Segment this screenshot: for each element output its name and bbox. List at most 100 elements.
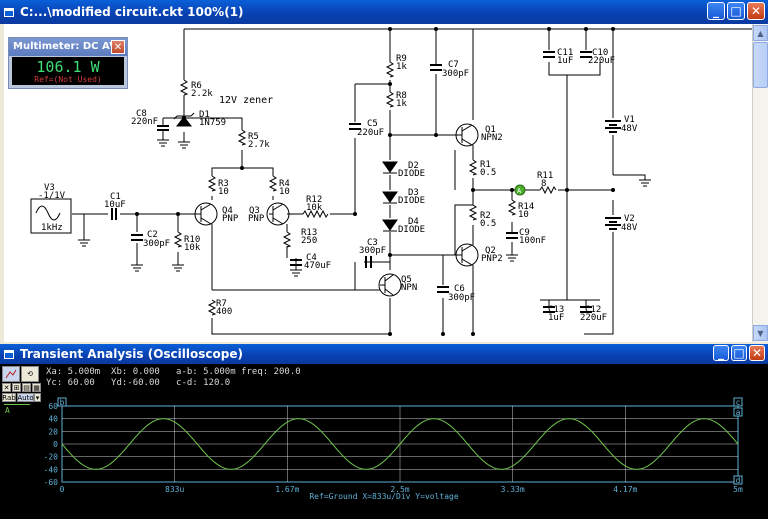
d1-value: 1N759 [199,118,226,128]
x-tick-label: 833u [165,485,184,494]
r10-label: R10 [184,235,200,245]
multimeter-ref: Ref=(Not Used) [34,75,102,84]
v3-label: V3 [44,183,55,193]
c7-value: 300pF [442,69,469,79]
c6-value: 300pF [448,293,475,303]
auto-dropdown-icon[interactable]: ▾ [34,393,41,402]
maximize-button[interactable]: □ [727,2,745,20]
y-tick-label: 0 [53,440,58,449]
q2-value: PNP2 [481,254,503,264]
r7-label: R7 [216,299,227,309]
d3-value: DIODE [398,196,425,206]
v2-label: V2 [624,214,635,224]
cursor-marker-label: b [60,398,65,407]
oscilloscope-window-icon [4,349,14,359]
v1-label: V1 [624,115,635,125]
r8-label: R8 [396,91,407,101]
x-tick-label: 3.33m [501,485,525,494]
scroll-thumb[interactable] [753,42,768,88]
x-tick-label: 0 [60,485,65,494]
c5-label: C5 [367,119,378,129]
c1-label: C1 [110,192,121,202]
oscilloscope-title: Transient Analysis (Oscilloscope) [20,347,243,361]
d2-label: D2 [408,161,419,171]
c11-value: 1uF [557,56,573,66]
sine-source[interactable] [30,198,72,234]
r9-label: R9 [396,54,407,64]
r2-label: R2 [480,211,491,221]
cursor-marker[interactable] [733,397,743,407]
schematic-canvas[interactable]: A R6 2.2k C8 220nF D1 1N759 12V zener R5… [4,24,752,342]
c9-label: C9 [519,228,530,238]
c12-label: C12 [585,305,601,315]
c9-value: 100nF [519,236,546,246]
r12-label: R12 [306,195,322,205]
cursor-tool-icon[interactable] [2,366,20,382]
c5-value: 220uF [357,128,384,138]
q5-label: Q5 [401,275,412,285]
rab-button[interactable]: Rab [2,393,16,402]
cursor-marker[interactable] [733,475,743,485]
tool-d-icon[interactable]: ▦ [32,383,41,392]
r12-value: 10k [306,203,323,213]
c13-value: 1uF [548,313,564,323]
trace-legend-line [4,404,30,405]
q1-label: Q1 [485,125,496,135]
multimeter-display: 106.1 W Ref=(Not Used) [12,57,124,85]
cursor-readout-line2: Yc: 60.00 Yd:-60.00 c-d: 120.0 [46,378,231,388]
probe-a-marker[interactable] [514,184,526,196]
cursor-marker[interactable] [57,397,67,407]
c7-label: C7 [448,60,459,70]
c8-label: C8 [136,109,147,119]
c1-value: 10uF [104,200,126,210]
osc-minimize-button[interactable]: _ [713,345,729,361]
cursor-marker[interactable] [733,407,743,417]
scroll-down-button[interactable]: ▼ [753,325,768,341]
d2-value: DIODE [398,169,425,179]
r11-label: R11 [537,171,553,181]
osc-maximize-button[interactable]: □ [731,345,747,361]
y-tick-label: -20 [44,453,59,462]
multimeter-close-button[interactable]: ✕ [111,40,125,54]
c3-label: C3 [367,238,378,248]
r14-value: 10 [518,210,529,220]
r1-label: R1 [480,160,491,170]
oscilloscope-panel [0,364,768,519]
d1-label: D1 [199,110,210,120]
close-button[interactable]: ✕ [747,2,765,20]
tool-c-icon[interactable]: ▤ [22,383,31,392]
scroll-up-button[interactable]: ▲ [753,25,768,41]
multimeter-value: 106.1 W [36,58,100,76]
r6-value: 2.2k [191,89,213,99]
c2-label: C2 [147,230,158,240]
oscilloscope-titlebar[interactable]: Transient Analysis (Oscilloscope) _ □ ✕ [0,344,768,364]
r10-value: 10k [184,243,201,253]
auto-button[interactable]: Auto [17,393,34,402]
r7-value: 400 [216,307,232,317]
c2-value: 300pF [143,239,170,249]
multimeter-title[interactable]: Multimeter: DC AVG [9,38,127,56]
c10-label: C10 [592,48,608,58]
refresh-icon[interactable]: ⟲ [21,366,39,382]
d4-value: DIODE [398,225,425,235]
main-window-titlebar[interactable]: C:...\modified circuit.ckt 100%(1) _ □ ✕ [0,0,768,24]
tool-b-icon[interactable]: ⊞ [12,383,21,392]
r5-value: 2.7k [248,140,270,150]
v3-frequency: 1kHz [41,223,63,233]
c10-value: 220uF [588,56,615,66]
osc-close-button[interactable]: ✕ [749,345,765,361]
r13-label: R13 [301,228,317,238]
r8-value: 1k [396,99,407,109]
vertical-scrollbar[interactable]: ▲ ▼ [752,24,768,342]
tool-a-icon[interactable]: ✕ [2,383,11,392]
x-tick-label: 2.5m [390,485,409,494]
oscilloscope-toolbar: ⟲ ✕ ⊞ ▤ ▦ Rab Auto ▾ [2,366,42,403]
minimize-button[interactable]: _ [707,2,725,20]
c4-label: C4 [306,253,317,263]
multimeter-window[interactable]: Multimeter: DC AVG ✕ 106.1 W Ref=(Not Us… [8,37,128,89]
trace-a-line [61,418,739,470]
window-title: C:...\modified circuit.ckt 100%(1) [20,5,244,19]
c13-label: C13 [548,305,564,315]
zener-label: 12V zener [219,95,273,106]
